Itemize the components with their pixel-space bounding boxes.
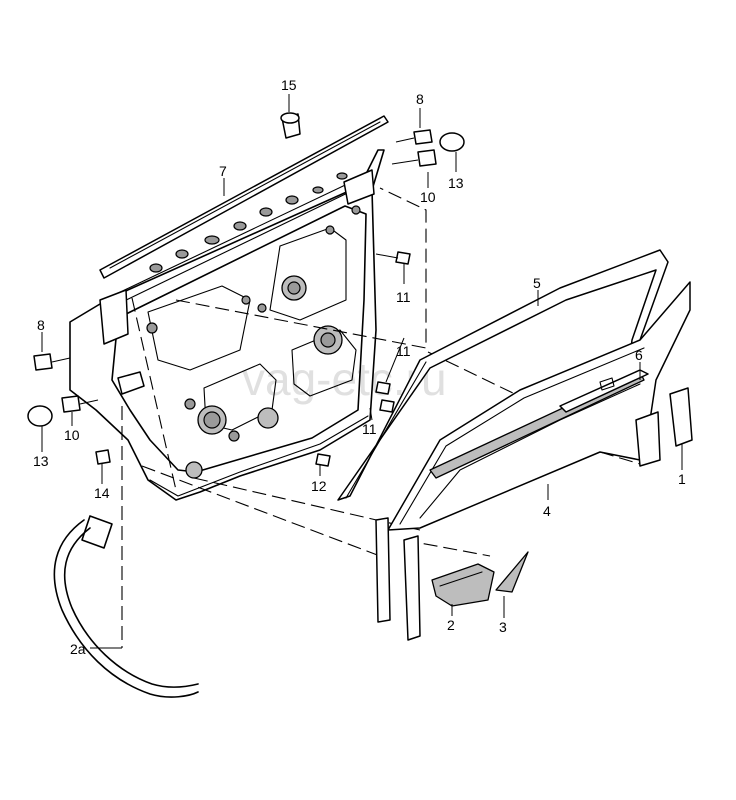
part-10-top-screw <box>391 149 437 167</box>
callout-12: 12 <box>311 478 327 494</box>
callout-leaders <box>41 94 683 649</box>
part-2a-seal <box>53 515 199 698</box>
part-12-screw <box>315 453 331 467</box>
callout-5: 5 <box>533 275 541 291</box>
callout-8-top: 8 <box>416 91 424 107</box>
callout-4: 4 <box>543 503 551 519</box>
part-15-nut <box>280 112 301 139</box>
callout-2: 2 <box>447 617 455 633</box>
callout-11-c: 11 <box>362 421 377 437</box>
callout-11-b: 11 <box>396 343 411 359</box>
callout-3: 3 <box>499 619 507 635</box>
callout-6: 6 <box>635 347 643 363</box>
callout-7: 7 <box>219 163 227 179</box>
callout-13-top: 13 <box>448 175 464 191</box>
part-13-left-cap <box>27 405 53 427</box>
callout-8-left: 8 <box>37 317 45 333</box>
part-11-screw-b <box>375 381 391 395</box>
part-8-left-screw <box>33 353 71 371</box>
part-13-top-cap <box>439 132 465 152</box>
callout-labels: 15 8 10 13 7 11 11 11 12 5 6 1 4 2 3 8 1… <box>33 77 686 657</box>
callout-13-left: 13 <box>33 453 49 469</box>
callout-14: 14 <box>94 485 110 501</box>
callout-11-a: 11 <box>396 289 411 305</box>
part-1-bracket <box>635 387 693 467</box>
callout-10-top: 10 <box>420 189 436 205</box>
part-11-screw-c <box>379 399 395 413</box>
part-6-guide-channel <box>559 369 649 413</box>
callout-10-left: 10 <box>64 427 80 443</box>
part-14-clip <box>95 449 111 465</box>
glass-rail <box>375 517 421 641</box>
part-3-triangle-cover <box>495 551 529 593</box>
door-shell <box>69 149 385 501</box>
callout-15: 15 <box>281 77 297 93</box>
part-2-trim <box>431 563 495 607</box>
part-11-screw-a <box>375 251 411 265</box>
callout-2a: 2a <box>70 641 86 657</box>
part-8-top-screw <box>395 129 433 145</box>
part-7-window-strip <box>99 115 389 279</box>
callout-1: 1 <box>678 471 686 487</box>
part-10-left-screw <box>61 395 99 413</box>
